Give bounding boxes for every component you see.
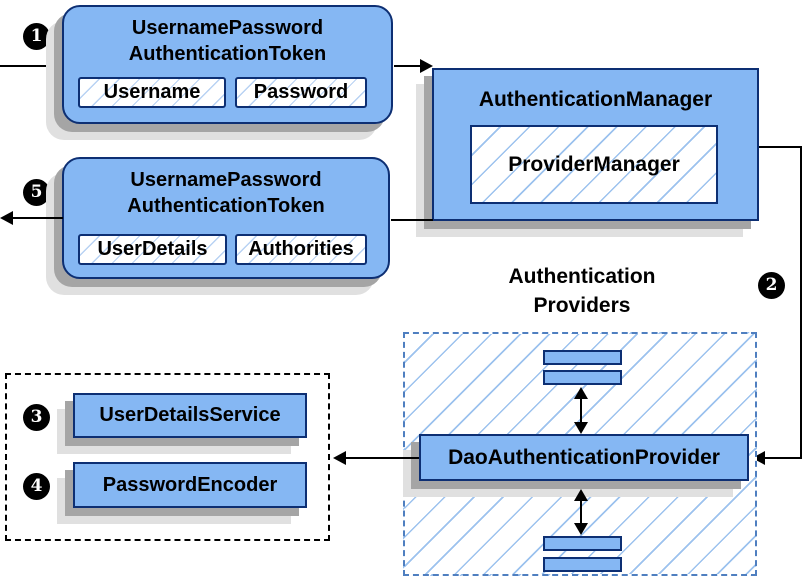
username-field-label: Username	[103, 81, 201, 103]
double-arrow-bottom-down-icon	[574, 523, 588, 535]
request-token-title-line1: UsernamePassword	[131, 17, 324, 39]
userdetails-field-box: UserDetails	[78, 234, 227, 265]
double-arrow-top-up-icon	[574, 387, 588, 399]
result-token-title-line2: AuthenticationToken	[127, 195, 325, 217]
authentication-manager-title: AuthenticationManager	[478, 88, 713, 111]
request-token-card: UsernamePassword AuthenticationToken Use…	[62, 5, 393, 124]
double-arrow-top-shaft	[580, 398, 582, 423]
connector-into-dao	[765, 457, 801, 459]
password-encoder-label: PasswordEncoder	[102, 473, 278, 496]
connector-vertical-right	[800, 146, 802, 459]
provider-bar	[543, 370, 622, 385]
password-field-box: Password	[235, 77, 367, 108]
authorities-field-label: Authorities	[248, 238, 354, 260]
connector-manager-right	[759, 146, 802, 148]
provider-manager-box: ProviderManager	[470, 125, 718, 204]
flow-line-token-to-manager	[394, 65, 421, 67]
connector-dao-to-services	[346, 457, 419, 459]
flow-line-incoming	[0, 65, 62, 67]
authorities-field-box: Authorities	[235, 234, 367, 265]
provider-bar	[543, 557, 622, 572]
arrowhead-into-manager-icon	[420, 59, 433, 73]
authentication-providers-heading: Authentication Providers	[452, 262, 712, 320]
step-marker-1: 1	[23, 23, 50, 50]
double-arrow-top-down-icon	[574, 422, 588, 434]
dao-authentication-provider-label: DaoAuthenticationProvider	[448, 445, 720, 469]
user-details-service-box: UserDetailsService	[73, 393, 307, 438]
authentication-manager-box: AuthenticationManager ProviderManager	[432, 68, 759, 221]
step-marker-5: 5	[23, 179, 50, 206]
double-arrow-bottom-up-icon	[574, 489, 588, 501]
result-token-card: UsernamePassword AuthenticationToken Use…	[62, 157, 390, 279]
provider-manager-label: ProviderManager	[508, 152, 680, 176]
provider-bar	[543, 536, 622, 551]
arrowhead-outgoing-icon	[0, 211, 13, 225]
step-marker-4: 4	[23, 473, 50, 500]
arrowhead-into-services-icon	[333, 451, 346, 465]
flow-line-outgoing	[12, 217, 63, 219]
password-field-label: Password	[253, 81, 349, 103]
user-details-service-label: UserDetailsService	[99, 404, 281, 426]
password-encoder-box: PasswordEncoder	[73, 462, 307, 508]
flow-line-manager-to-result	[391, 219, 433, 221]
double-arrow-bottom-shaft	[580, 500, 582, 524]
result-token-title-line1: UsernamePassword	[130, 169, 322, 191]
dao-authentication-provider-box: DaoAuthenticationProvider	[419, 434, 749, 481]
services-container	[5, 373, 330, 541]
request-token-title-line2: AuthenticationToken	[128, 43, 327, 65]
userdetails-field-label: UserDetails	[97, 238, 208, 260]
step-marker-2: 2	[758, 272, 785, 299]
providers-heading-line2: Providers	[533, 294, 631, 317]
step-marker-3: 3	[23, 404, 50, 431]
providers-heading-line1: Authentication	[508, 265, 656, 288]
username-field-box: Username	[78, 77, 226, 108]
provider-bar	[543, 350, 622, 365]
